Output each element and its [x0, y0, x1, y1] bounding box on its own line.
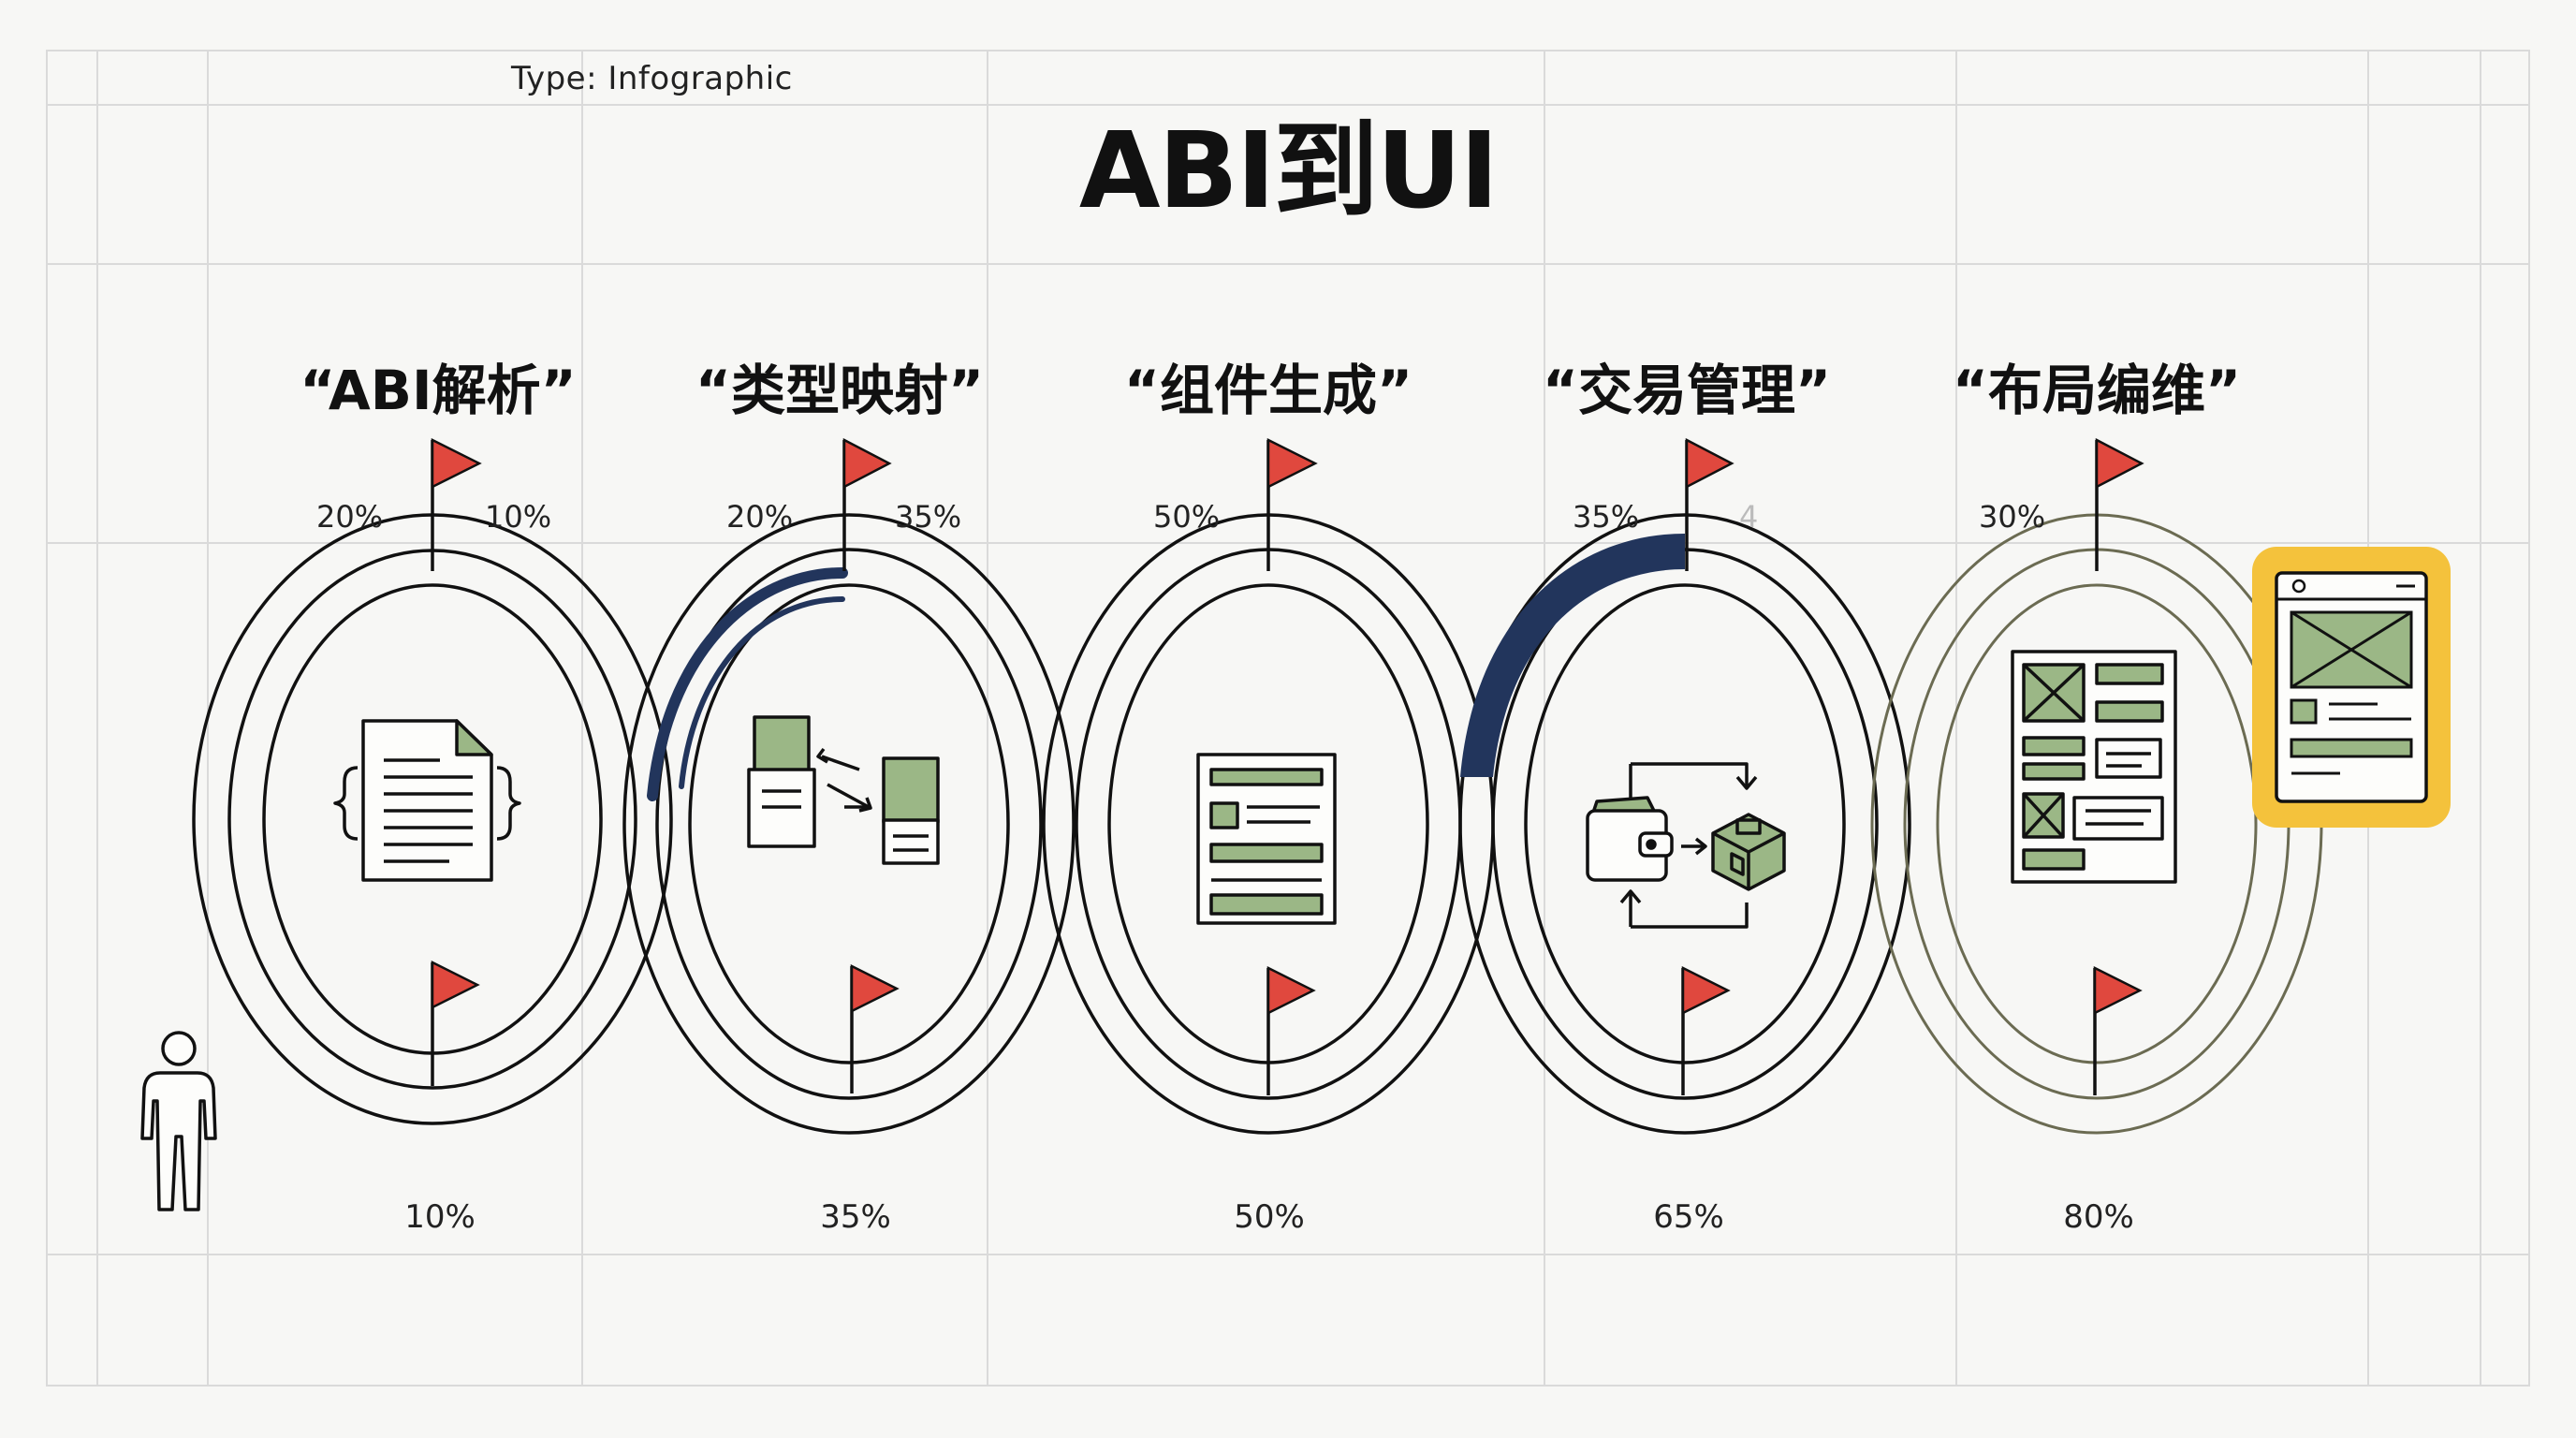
stage-1-top-right-percent: 10%	[485, 499, 552, 535]
stage-4-title: “交易管理”	[1542, 359, 1832, 422]
flag-icon	[1266, 965, 1316, 1095]
wallet-transaction-icon	[1586, 762, 1786, 929]
stage-3-top-left-percent: 50%	[1153, 499, 1221, 535]
stage-1-bottom-percent: 10%	[404, 1198, 476, 1236]
background-grid	[46, 50, 2530, 1387]
flag-icon	[1681, 965, 1731, 1095]
stage-2-progress-arc-inner	[679, 596, 845, 789]
flag-icon	[431, 437, 482, 571]
stage-1-top-left-percent: 20%	[316, 499, 384, 535]
stage-3-title: “组件生成”	[1123, 359, 1413, 422]
stage-2-track	[622, 513, 1076, 1135]
stage-5-title: “布局编维”	[1952, 359, 2242, 422]
top-flags	[431, 437, 2144, 571]
type-mapping-icon	[747, 715, 940, 865]
bottom-flags	[431, 960, 2143, 1095]
stage-2-bottom-percent: 35%	[820, 1198, 891, 1236]
stage-1-title: “ABI解析”	[300, 359, 577, 422]
ui-window-icon	[2252, 547, 2451, 828]
stage-2-top-right-percent: 35%	[895, 499, 962, 535]
stage-2-title: “类型映射”	[695, 359, 985, 422]
stage-2-progress-arc	[647, 567, 848, 801]
flag-icon	[842, 437, 892, 571]
layout-grid-icon	[2011, 650, 2177, 884]
component-form-icon	[1196, 753, 1337, 925]
page-title: ABI到UI	[1078, 110, 1499, 232]
stage-4-progress-arc	[1460, 534, 1685, 777]
stage-5-top-left-percent: 30%	[1979, 499, 2046, 535]
person-icon	[140, 1031, 217, 1211]
stage-4-top-right-percent: 4	[1739, 499, 1759, 535]
type-label: Type: Infographic	[511, 60, 793, 97]
stage-2-top-left-percent: 20%	[726, 499, 794, 535]
stage-3-bottom-percent: 50%	[1234, 1198, 1305, 1236]
stage-4-top-left-percent: 35%	[1573, 499, 1640, 535]
flag-icon	[2095, 437, 2144, 571]
stage-5-bottom-percent: 80%	[2063, 1198, 2134, 1236]
flag-icon	[1685, 437, 1734, 571]
flag-icon	[431, 960, 480, 1086]
flag-icon	[1266, 437, 1318, 571]
abi-document-icon	[333, 719, 521, 882]
flag-icon	[850, 963, 900, 1093]
flag-icon	[2093, 965, 2143, 1095]
stage-4-bottom-percent: 65%	[1653, 1198, 1724, 1236]
